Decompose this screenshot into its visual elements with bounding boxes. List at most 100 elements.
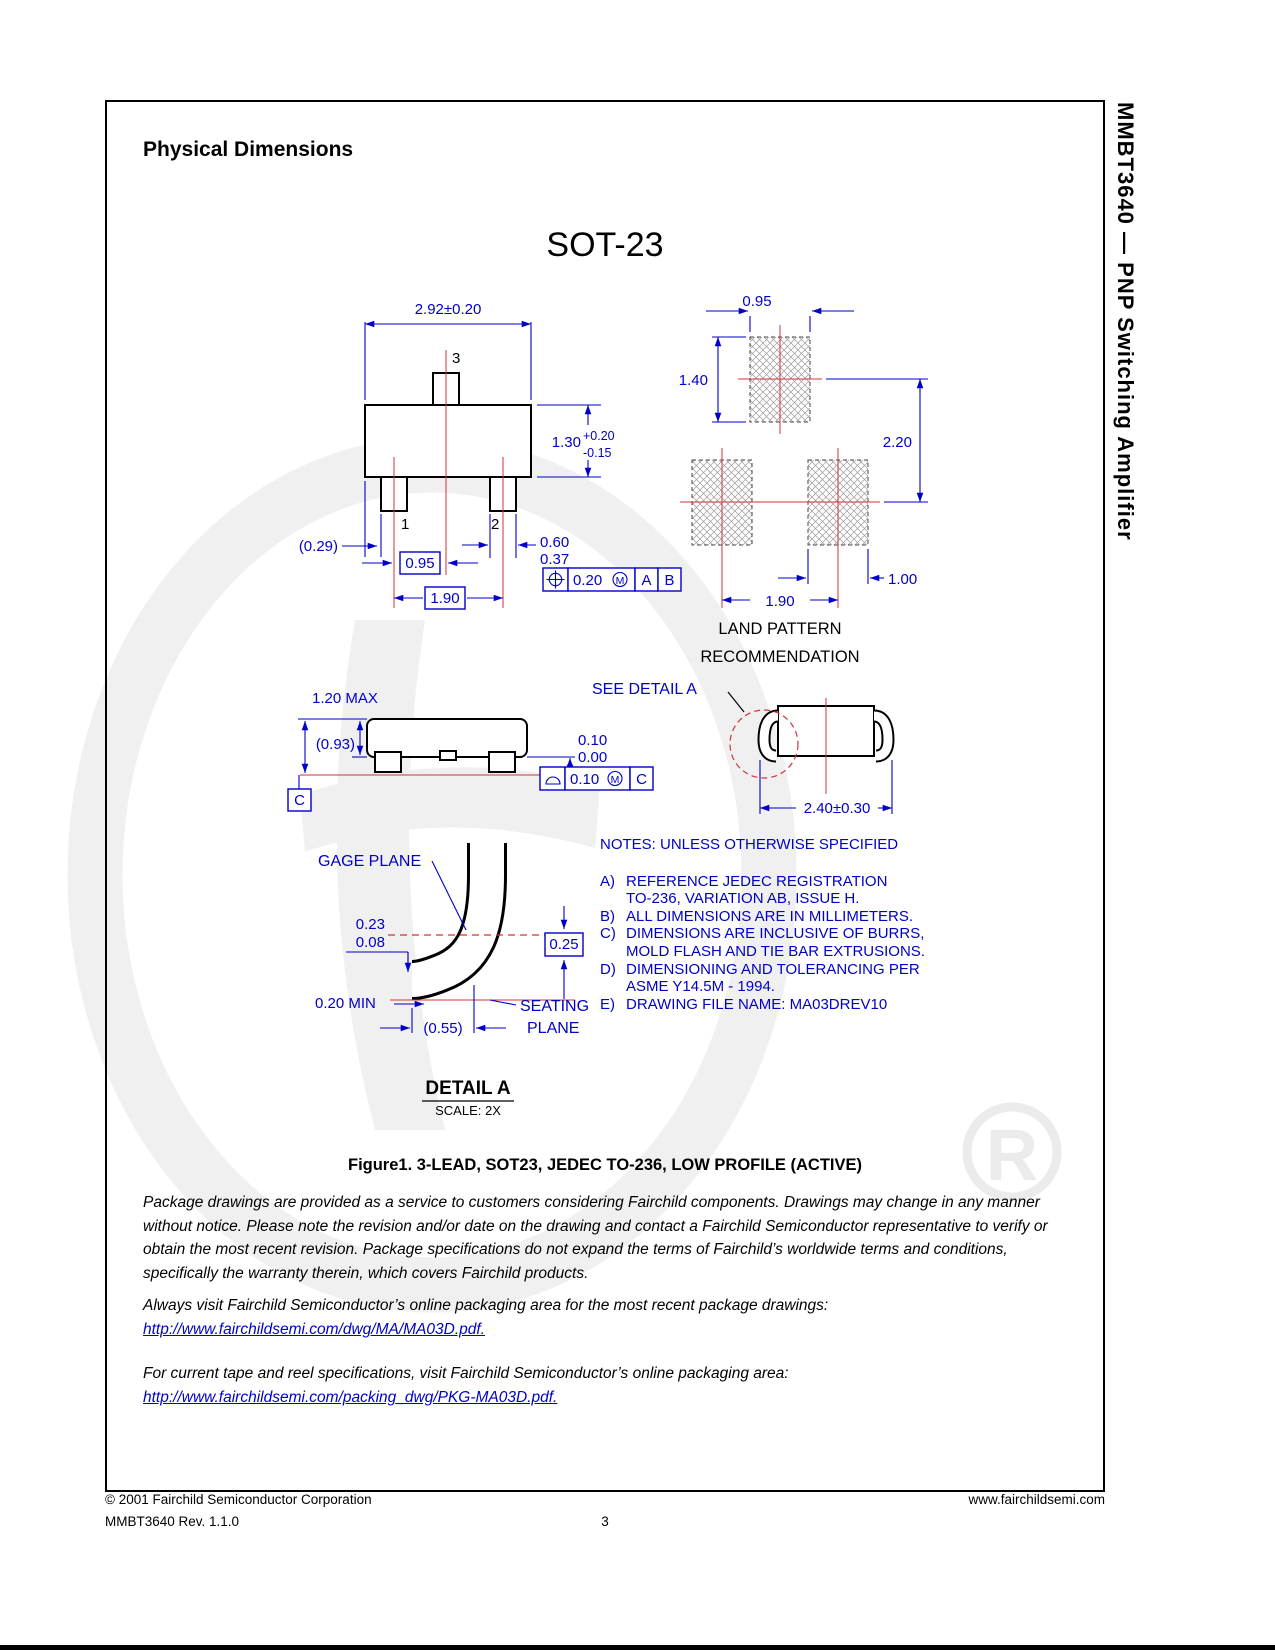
note-label: B)	[600, 907, 615, 925]
note-label: E)	[600, 995, 615, 1013]
end-view-leads	[757, 709, 895, 763]
note-line: TO-236, VARIATION AB, ISSUE H.	[626, 890, 860, 908]
dim-standoff-min-label: 0.20 MIN	[315, 995, 376, 1012]
dim-pad-width-top: 0.95	[706, 293, 854, 332]
note-item: C) DIMENSIONS ARE INCLUSIVE OF BURRS, MO…	[600, 925, 945, 960]
dim-tip-min-label: 0.08	[356, 934, 385, 951]
datum-c-label: C	[294, 792, 305, 809]
dim-body-height: 1.30 +0.20 -0.15	[537, 404, 615, 478]
note-label: A)	[600, 872, 615, 890]
dim-standoff-min: 0.20 MIN	[315, 995, 424, 1012]
note-label: C)	[600, 925, 616, 943]
footer-page-number: 3	[601, 1514, 609, 1529]
note-line: DIMENSIONS ARE INCLUSIVE OF BURRS,	[626, 925, 925, 943]
dim-lead-thickness-label: 0.25	[549, 936, 578, 953]
fcf-datum-b-label: B	[664, 572, 674, 589]
registered-mark-letter: R	[986, 1116, 1038, 1196]
dim-vertical-pitch-label: 2.20	[883, 434, 912, 451]
dim-horizontal-pitch-label: 1.90	[765, 593, 794, 610]
seating-plane-label-2: PLANE	[527, 1020, 579, 1037]
note-item: B) ALL DIMENSIONS ARE IN MILLIMETERS.	[600, 908, 945, 926]
dim-body-width-label: 2.92±0.20	[415, 301, 482, 318]
dim-pad-width-top-label: 0.95	[742, 293, 771, 310]
dim-pad-height-label: 1.40	[679, 372, 708, 389]
pin1-label: 1	[401, 516, 409, 533]
fcf-tolerance-label: 0.20	[573, 572, 602, 589]
dim-lead-pitch-label: 0.95	[405, 555, 434, 572]
dim-height-tol-plus-label: +0.20	[583, 429, 615, 443]
page-bottom-edge	[0, 1645, 1275, 1650]
mmc-modifier-icon: M	[607, 770, 623, 787]
notes-block: NOTES: UNLESS OTHERWISE SPECIFIED A) REF…	[600, 836, 945, 1013]
note-item: A) REFERENCE JEDEC REGISTRATION TO-236, …	[600, 873, 945, 908]
packaging-drawings-link[interactable]: http://www.fairchildsemi.com/dwg/MA/MA03…	[143, 1321, 485, 1338]
dim-body-width: 2.92±0.20	[364, 301, 532, 400]
dim-vertical-pitch: 2.20	[826, 378, 928, 503]
dim-standoff-max-label: 0.10	[578, 732, 607, 749]
footer-revision: MMBT3640 Rev. 1.1.0	[105, 1514, 240, 1529]
side-view-outline	[366, 718, 528, 773]
notes-header: NOTES: UNLESS OTHERWISE SPECIFIED	[600, 836, 899, 853]
dim-body-height-label: (0.93)	[316, 736, 355, 753]
dim-lead-width-max-label: 0.60	[540, 534, 569, 551]
dim-body-height-side: (0.93)	[316, 721, 367, 758]
note-line: DIMENSIONING AND TOLERANCING PER	[626, 960, 920, 978]
dim-end-lead-span-label: 2.40±0.30	[804, 800, 871, 817]
feature-control-frame-top: 0.20 M A B	[542, 567, 682, 592]
note-line: ASME Y14.5M - 1994.	[626, 978, 775, 996]
footer-copyright: © 2001 Fairchild Semiconductor Corporati…	[105, 1492, 372, 1507]
seating-plane-callout: SEATING PLANE	[489, 998, 589, 1037]
tape-reel-note-text: For current tape and reel specifications…	[143, 1365, 789, 1382]
note-line: REFERENCE JEDEC REGISTRATION	[626, 872, 888, 890]
dim-edge-to-lead-label: (0.29)	[299, 538, 338, 555]
section-title: Physical Dimensions	[143, 138, 354, 161]
position-tolerance-icon	[546, 570, 565, 589]
pin3-label: 3	[452, 350, 460, 367]
figure-caption: Figure1. 3-LEAD, SOT23, JEDEC TO-236, LO…	[347, 1156, 863, 1174]
fcf-side-tolerance-label: 0.10	[570, 771, 599, 788]
dim-height-max: 1.20 MAX	[298, 690, 378, 773]
package-disclaimer: Package drawings are provided as a servi…	[143, 1194, 1048, 1282]
registered-trademark-watermark: R	[962, 1102, 1062, 1202]
pin2-label: 2	[491, 516, 499, 533]
note-line: DRAWING FILE NAME: MA03DREV10	[626, 995, 888, 1013]
land-pattern-caption-1: LAND PATTERN	[718, 620, 841, 638]
gage-plane-label: GAGE PLANE	[318, 853, 421, 870]
dim-pad-width-bottom: 1.00	[778, 549, 917, 588]
dim-foot-length-label: (0.55)	[423, 1020, 462, 1037]
top-view-centerlines	[393, 350, 504, 608]
dim-standoff: 0.10 0.00	[527, 732, 607, 776]
detail-lead-inner	[411, 843, 504, 997]
dim-lead-thickness: 0.25	[544, 906, 584, 999]
see-detail-a-label: SEE DETAIL A	[592, 681, 697, 698]
page-border	[105, 100, 1105, 1492]
dim-height-tol-minus-label: -0.15	[583, 446, 612, 460]
note-item: D) DIMENSIONING AND TOLERANCING PER ASME…	[600, 961, 945, 996]
fcf-datum-a-label: A	[641, 572, 651, 589]
dim-horizontal-pitch: 1.90	[722, 593, 838, 610]
dim-lead-tip: 0.23 0.08	[346, 916, 412, 972]
detail-a-title: DETAIL A	[425, 1078, 510, 1099]
dim-standoff-min-label: 0.00	[578, 749, 607, 766]
dim-foot-length: (0.55)	[380, 985, 506, 1037]
dim-height-max-label: 1.20 MAX	[312, 690, 378, 707]
tape-reel-note: For current tape and reel specifications…	[143, 1362, 1071, 1410]
feature-control-frame-side: 0.10 M C	[539, 766, 654, 791]
packaging-note-text: Always visit Fairchild Semiconductor’s o…	[143, 1297, 829, 1314]
dim-lead-width: 0.60 0.37	[462, 514, 569, 568]
detail-a-view: GAGE PLANE 0.23 0.08 0.25 0.20 MIN	[315, 843, 589, 1118]
land-pattern-centerlines	[680, 325, 880, 608]
fcf-side-datum-label: C	[636, 771, 647, 788]
dim-lead-span-top: 1.90	[394, 586, 503, 610]
tape-reel-link[interactable]: http://www.fairchildsemi.com/packing_dwg…	[143, 1389, 558, 1406]
dim-pad-width-bottom-label: 1.00	[888, 571, 917, 588]
svg-text:M: M	[611, 774, 620, 786]
seating-plane-label-1: SEATING	[520, 998, 589, 1015]
dim-lead-span-label: 1.90	[430, 590, 459, 607]
side-view: 1.20 MAX (0.93) C 0.10 0.00	[287, 690, 654, 812]
note-line: MOLD FLASH AND TIE BAR EXTRUSIONS.	[626, 942, 925, 960]
top-view: 3 1 2 2.92±0.20 1.30 +0.20 -0.15	[299, 301, 682, 610]
vertical-doc-title: MMBT3640 — PNP Switching Amplifier	[1113, 102, 1138, 541]
package-title: SOT-23	[546, 226, 664, 264]
